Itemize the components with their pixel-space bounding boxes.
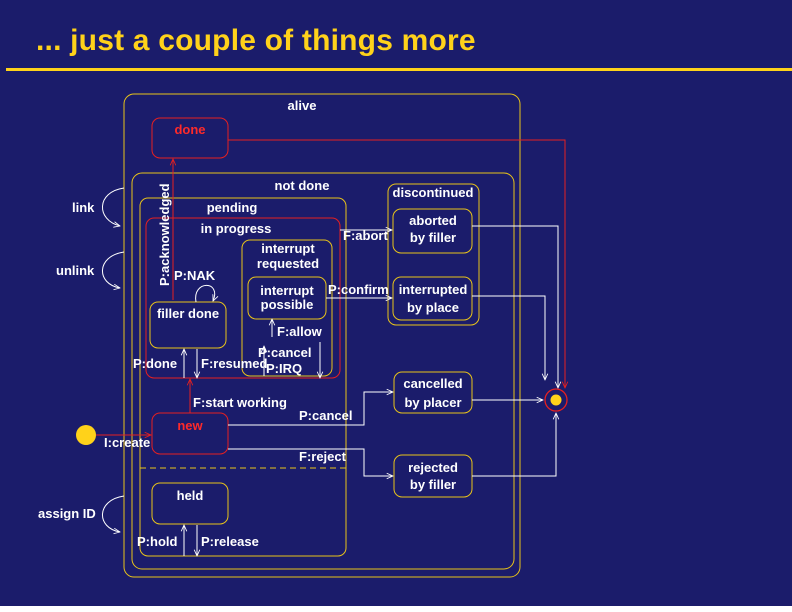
new-label: new — [177, 418, 203, 433]
rejected-label-1: rejected — [408, 460, 458, 475]
interrupt-requested-label-1: interrupt — [261, 241, 315, 256]
reject-label: F:reject — [299, 449, 347, 464]
interrupt-possible-label-2: possible — [261, 297, 314, 312]
pending-state — [139, 197, 347, 557]
cancelled-by-placer-state — [393, 371, 473, 414]
allow-label: F:allow — [277, 324, 323, 339]
confirm-label: P:confirm — [328, 282, 389, 297]
rejected-to-final-arrow — [472, 413, 556, 477]
create-label: I:create — [104, 435, 150, 450]
bottom-rule — [0, 606, 792, 612]
acknowledged-label: P:acknowledged — [157, 183, 172, 286]
nak-label: P:NAK — [174, 268, 216, 283]
filler-done-state — [149, 301, 227, 349]
filler-done-label: filler done — [157, 306, 219, 321]
cancel-arrow — [228, 392, 393, 426]
final-state-core-icon — [550, 394, 562, 406]
title-rule — [6, 68, 792, 71]
done-to-final-arrow — [228, 139, 565, 388]
rejected-label-2: by filler — [410, 477, 456, 492]
interrupt-requested-state — [241, 239, 333, 377]
aborted-label-2: by filler — [410, 230, 456, 245]
start-working-label: F:start working — [193, 395, 287, 410]
resumed-label: F:resumed — [201, 356, 268, 371]
pending-label: pending — [207, 200, 258, 215]
link-self-loop — [102, 187, 125, 226]
held-label: held — [177, 488, 204, 503]
aborted-by-filler-state — [392, 208, 473, 254]
link-label: link — [72, 200, 95, 215]
p-done-label: P:done — [133, 356, 177, 371]
cancelled-label-2: by placer — [404, 395, 461, 410]
aborted-to-final-arrow — [472, 225, 558, 388]
final-state-ring-icon — [544, 388, 568, 412]
discontinued-state — [387, 183, 480, 326]
alive-label: alive — [288, 98, 317, 113]
held-state — [151, 482, 229, 525]
cancel-irq-label: P:cancel — [258, 345, 311, 360]
reject-arrow — [228, 448, 393, 476]
interrupted-to-final-arrow — [472, 295, 545, 380]
cancel-label: P:cancel — [299, 408, 352, 423]
discontinued-label: discontinued — [393, 185, 474, 200]
unlink-label: unlink — [56, 263, 95, 278]
alive-state — [123, 93, 521, 578]
abort-label: F:abort — [343, 228, 388, 243]
hold-label: P:hold — [137, 534, 177, 549]
interrupt-requested-label-2: requested — [257, 256, 319, 271]
done-state — [151, 117, 229, 159]
nak-self-loop — [195, 285, 215, 303]
done-label: done — [174, 122, 205, 137]
interrupt-possible-label-1: interrupt — [260, 283, 314, 298]
not-done-label: not done — [275, 178, 330, 193]
assign-id-label: assign ID — [38, 506, 96, 521]
assign-id-self-loop — [102, 495, 125, 532]
interrupted-label-2: by place — [407, 300, 459, 315]
interrupted-by-place-state — [392, 276, 473, 321]
initial-state-icon — [76, 425, 96, 445]
not-done-state — [131, 172, 515, 570]
aborted-label-1: aborted — [409, 213, 457, 228]
cancelled-label-1: cancelled — [403, 376, 462, 391]
in-progress-label: in progress — [201, 221, 272, 236]
release-label: P:release — [201, 534, 259, 549]
interrupted-label-1: interrupted — [399, 282, 468, 297]
irq-label: P:IRQ — [266, 361, 302, 376]
unlink-self-loop — [102, 251, 125, 288]
slide-title: ... just a couple of things more — [36, 24, 476, 57]
